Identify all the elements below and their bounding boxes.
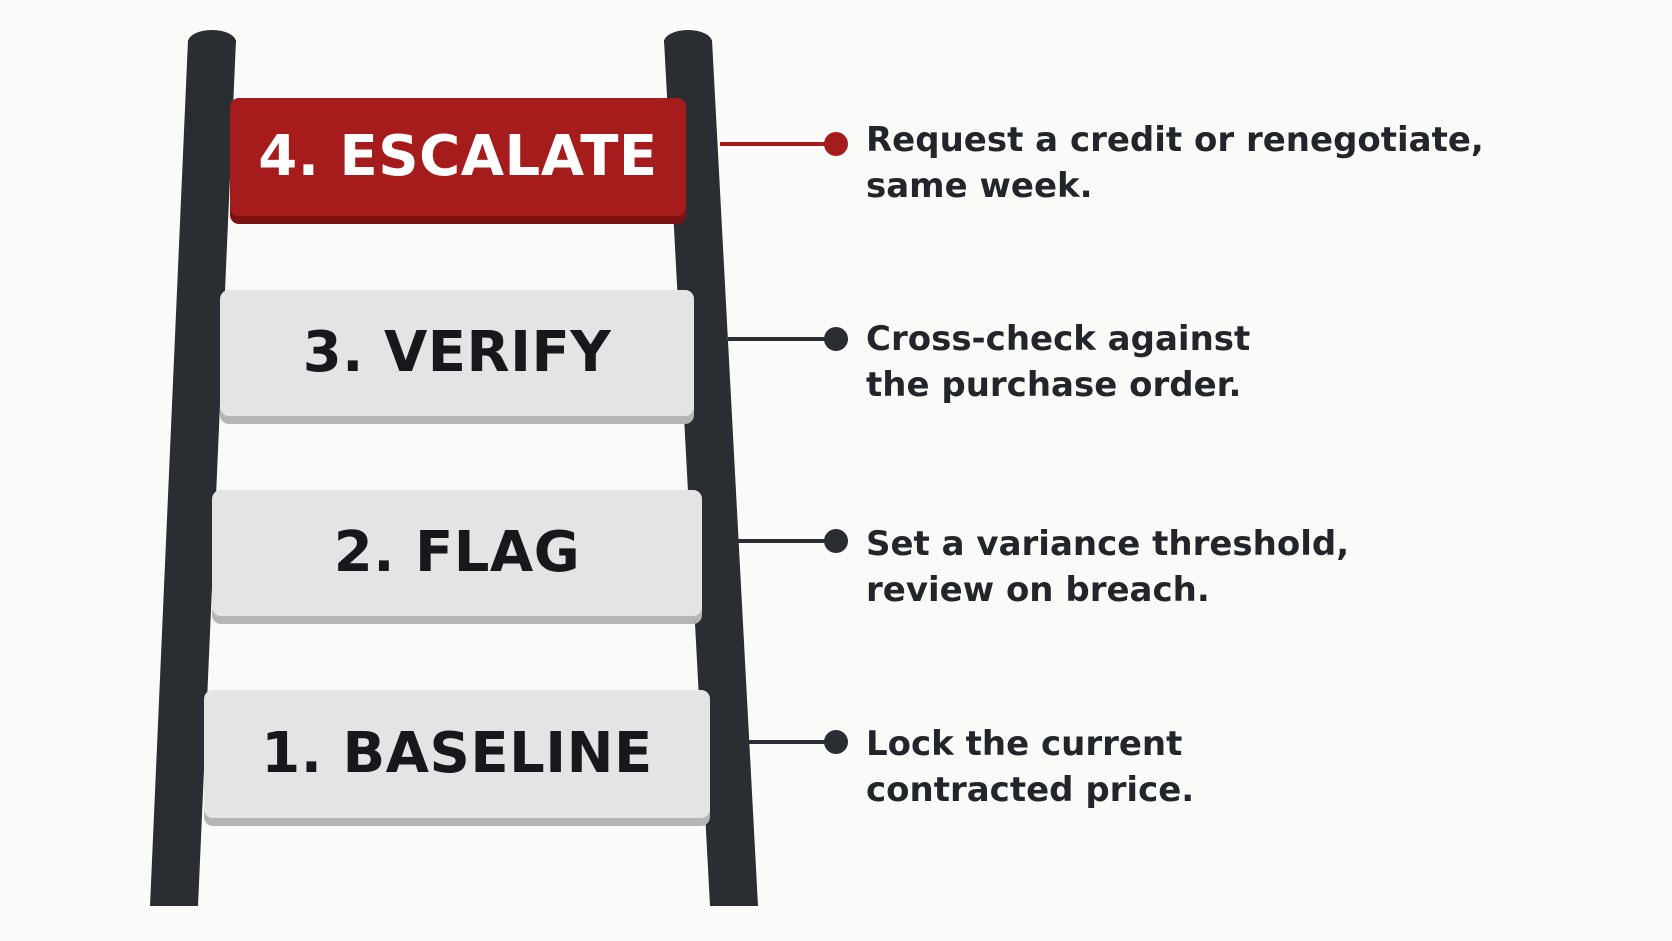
step-4-escalate-label: 4. ESCALATE xyxy=(258,124,658,189)
rung-3 xyxy=(220,290,694,416)
step-1-baseline-label: 1. BASELINE xyxy=(261,721,653,786)
step-4-description-line-2: same week. xyxy=(866,166,1093,206)
rung-1 xyxy=(204,690,710,818)
step-3-description: Cross-check against the purchase order. xyxy=(866,316,1250,408)
step-4-description: Request a credit or renegotiate, same we… xyxy=(866,117,1484,209)
right-rail-cap xyxy=(664,30,712,54)
step-1-description-line-1: Lock the current xyxy=(866,724,1183,764)
ladder-right-rail xyxy=(664,40,758,906)
step-2-flag-label: 2. FLAG xyxy=(333,520,581,585)
step-2-description: Set a variance threshold, review on brea… xyxy=(866,521,1349,613)
step-2-description-line-2: review on breach. xyxy=(866,570,1210,610)
ladder-left-rail xyxy=(150,40,236,906)
step-3-description-line-1: Cross-check against xyxy=(866,319,1251,359)
rung-2 xyxy=(212,490,702,616)
step-2-description-line-1: Set a variance threshold, xyxy=(866,524,1350,564)
connector-dot-4 xyxy=(824,132,848,156)
connector-dot-2 xyxy=(824,529,848,553)
connector-dot-1 xyxy=(824,730,848,754)
step-3-verify-label: 3. VERIFY xyxy=(302,320,612,385)
left-rail-cap xyxy=(188,30,236,54)
rung-4 xyxy=(230,98,686,216)
step-1-description-line-2: contracted price. xyxy=(866,770,1195,810)
step-1-description: Lock the current contracted price. xyxy=(866,721,1194,813)
step-4-description-line-1: Request a credit or renegotiate, xyxy=(866,120,1484,160)
step-3-description-line-2: the purchase order. xyxy=(866,365,1242,405)
connector-dot-3 xyxy=(824,327,848,351)
